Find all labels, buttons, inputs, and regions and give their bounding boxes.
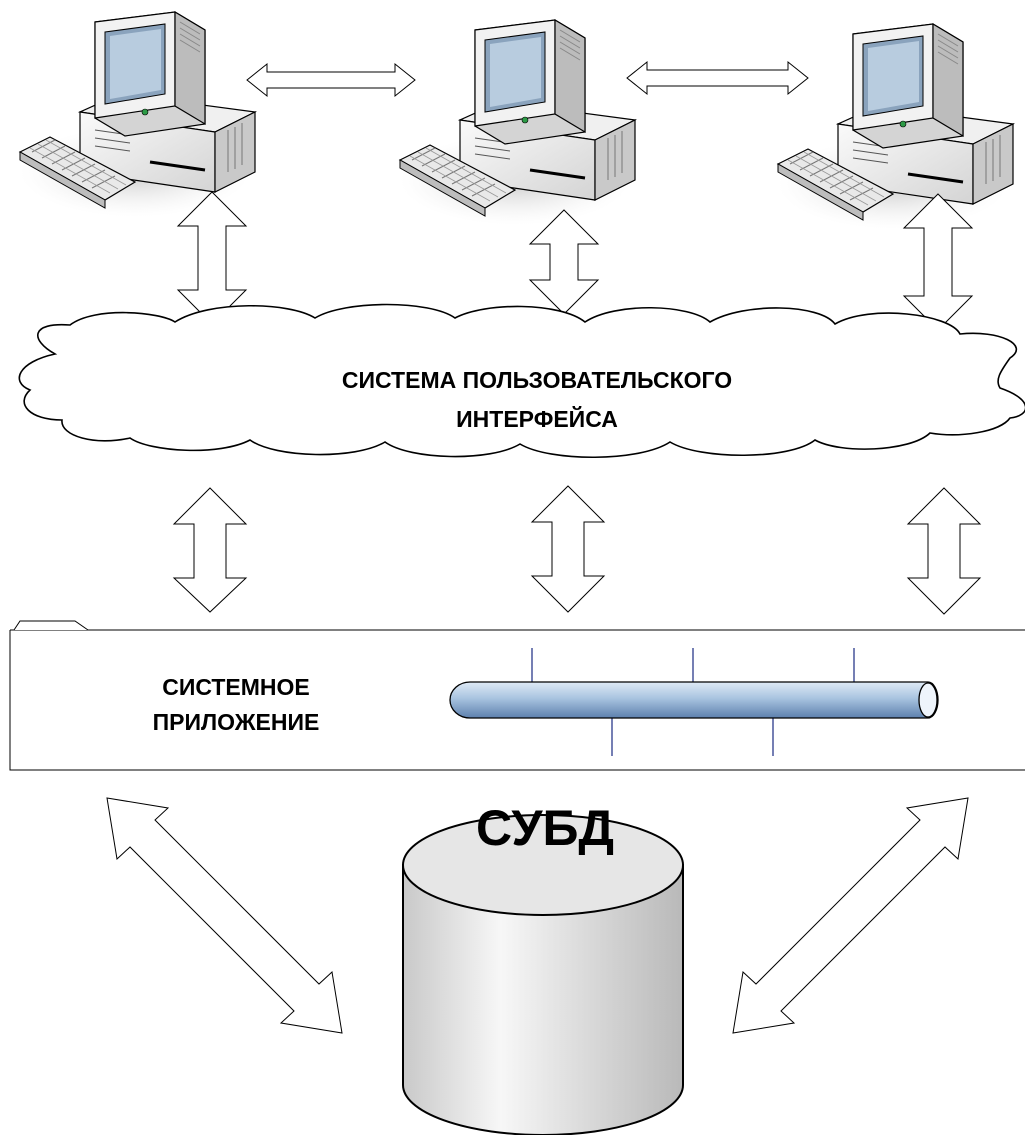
ui-system-cloud (18, 303, 1025, 459)
arrow-ws2-ui (528, 209, 600, 315)
arrow-ui-app-3 (906, 487, 982, 615)
ui-system-label-line1: СИСТЕМА ПОЛЬЗОВАТЕЛЬСКОГО (342, 367, 732, 393)
workstation-1 (18, 10, 257, 219)
workstation-3 (776, 22, 1015, 231)
peer-arrow-2 (626, 60, 809, 96)
dbms-cylinder (402, 814, 684, 1135)
peer-arrow-1 (246, 62, 416, 98)
arrow-ui-app-2 (530, 485, 606, 613)
application-label-line1: СИСТЕМНОЕ (162, 674, 310, 700)
arrow-ui-app-1 (172, 487, 248, 613)
ui-system-label-line2: ИНТЕРФЕЙСА (456, 405, 618, 432)
arrow-app-db-left (106, 797, 343, 1034)
workstation-2 (398, 18, 637, 227)
application-label-line2: ПРИЛОЖЕНИЕ (153, 709, 320, 735)
bus-pipe (449, 648, 939, 756)
system-application-panel (9, 620, 1025, 771)
arrow-app-db-right (732, 797, 969, 1034)
dbms-label: СУБД (476, 800, 614, 856)
